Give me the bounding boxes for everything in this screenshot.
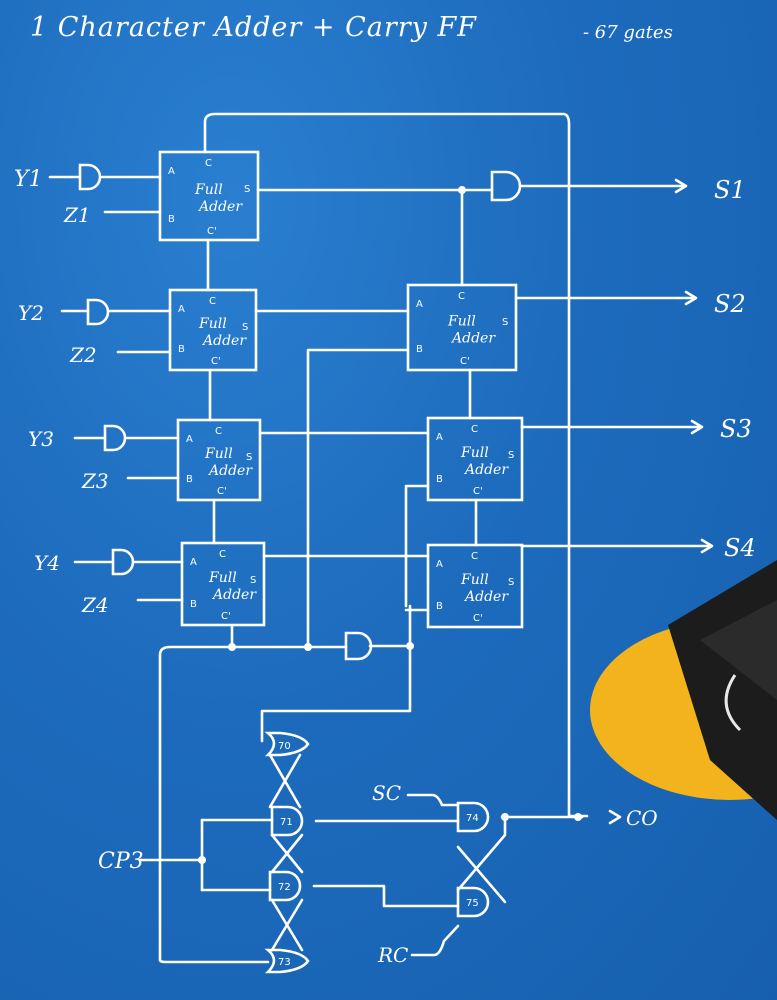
page-title: 1 Character Adder + Carry FF: [30, 12, 477, 43]
pin-c-2: C: [209, 296, 216, 307]
pin-s-6: S: [508, 450, 514, 461]
full-adder-label-5-1: Full: [447, 314, 476, 330]
pin-c-5: C: [458, 291, 465, 302]
gate-number-72: 72: [278, 882, 291, 893]
input-z2: Z2: [69, 343, 97, 367]
full-adder-label-6-1: Full: [460, 445, 489, 461]
full-adder-label-5-2: Adder: [450, 331, 496, 347]
pin-a-2: A: [178, 304, 185, 315]
photo-inset: [590, 560, 777, 820]
gate-74: [456, 801, 490, 833]
carry-out-label: CO: [626, 806, 658, 830]
input-y3: Y3: [28, 427, 54, 451]
pin-s-4: S: [250, 575, 256, 586]
pin-c-3: C: [215, 426, 222, 437]
junction-dots: [198, 186, 582, 864]
full-adder-pin-labels: A B C C' S A B C C' S A B C C' S A B C C' S A B C C' S A B C C' S A B C C…: [168, 158, 514, 624]
gate-75: [456, 886, 490, 918]
full-adder-label-7-2: Adder: [463, 589, 509, 605]
y-input-gates: [78, 163, 135, 576]
pin-b-1: B: [168, 214, 175, 225]
pin-c-4: C: [219, 549, 226, 560]
full-adder-label-4-1: Full: [208, 570, 237, 586]
output-s3: S3: [720, 415, 752, 443]
pin-a-6: A: [436, 432, 443, 443]
s1-and-gate: [490, 170, 522, 202]
full-adder-label-7-1: Full: [460, 572, 489, 588]
input-z1: Z1: [63, 203, 91, 227]
full-adder-label-1-2: Adder: [197, 199, 243, 215]
gate-number-71: 71: [280, 817, 293, 828]
input-y1: Y1: [14, 167, 43, 192]
pin-a-4: A: [190, 557, 197, 568]
pin-s-7: S: [508, 577, 514, 588]
full-adder-label-3-2: Adder: [207, 463, 253, 479]
gate-73: [264, 948, 310, 974]
full-adder-label-6-2: Adder: [463, 462, 509, 478]
output-s4: S4: [724, 534, 756, 562]
pin-c_out-5: C': [460, 356, 470, 367]
full-adder-label-4-2: Adder: [211, 587, 257, 603]
pin-b-4: B: [190, 599, 197, 610]
output-s1: S1: [714, 176, 746, 204]
gate-number-70: 70: [278, 741, 291, 752]
full-adder-3: [176, 418, 262, 502]
gate-count: - 67 gates: [583, 22, 673, 43]
pin-c-7: C: [471, 551, 478, 562]
pin-c_out-4: C': [221, 611, 231, 622]
gate-70: [264, 731, 310, 757]
gate-72: [268, 870, 302, 902]
pin-c_out-2: C': [211, 356, 221, 367]
gate-71: [270, 805, 304, 837]
input-y4: Y4: [34, 551, 60, 575]
pin-s-1: S: [244, 184, 250, 195]
full-adder-label-2-2: Adder: [201, 333, 247, 349]
pin-b-3: B: [186, 474, 193, 485]
full-adder-label-2-1: Full: [198, 316, 227, 332]
sc-label: SC: [372, 781, 401, 805]
full-adder-label-3-1: Full: [204, 446, 233, 462]
gate-number-labels: 70 71 72 73 74 75: [278, 741, 479, 968]
input-z3: Z3: [81, 469, 109, 493]
pin-s-2: S: [242, 322, 248, 333]
pin-c_out-1: C': [207, 226, 217, 237]
gate-number-75: 75: [466, 898, 479, 909]
full-adder-label-1-1: Full: [194, 182, 223, 198]
pin-s-3: S: [246, 452, 252, 463]
output-s2: S2: [714, 290, 746, 318]
wiring: [48, 112, 712, 964]
pin-c-6: C: [471, 424, 478, 435]
output-arrows: [608, 178, 714, 825]
input-y2: Y2: [18, 301, 44, 325]
input-z4: Z4: [81, 593, 109, 617]
pin-c_out-7: C': [473, 613, 483, 624]
pin-a-1: A: [168, 166, 175, 177]
pin-c-1: C: [205, 158, 212, 169]
gate-number-73: 73: [278, 957, 291, 968]
pin-a-3: A: [186, 434, 193, 445]
rc-label: RC: [377, 943, 408, 967]
pin-s-5: S: [502, 317, 508, 328]
pin-b-2: B: [178, 344, 185, 355]
pin-b-5: B: [416, 344, 423, 355]
pin-a-7: A: [436, 559, 443, 570]
full-adder-2: [168, 288, 258, 372]
carry-and-gate: [344, 631, 373, 661]
gate-number-74: 74: [466, 813, 479, 824]
full-adder-labels: FullAdderFullAdderFullAdderFullAdderFull…: [194, 182, 509, 605]
pin-c_out-3: C': [217, 486, 227, 497]
pin-c_out-6: C': [473, 486, 483, 497]
pin-b-7: B: [436, 601, 443, 612]
cp3-label: CP3: [98, 849, 144, 874]
full-adder-4: [180, 541, 266, 627]
pin-a-5: A: [416, 299, 423, 310]
pin-b-6: B: [436, 474, 443, 485]
